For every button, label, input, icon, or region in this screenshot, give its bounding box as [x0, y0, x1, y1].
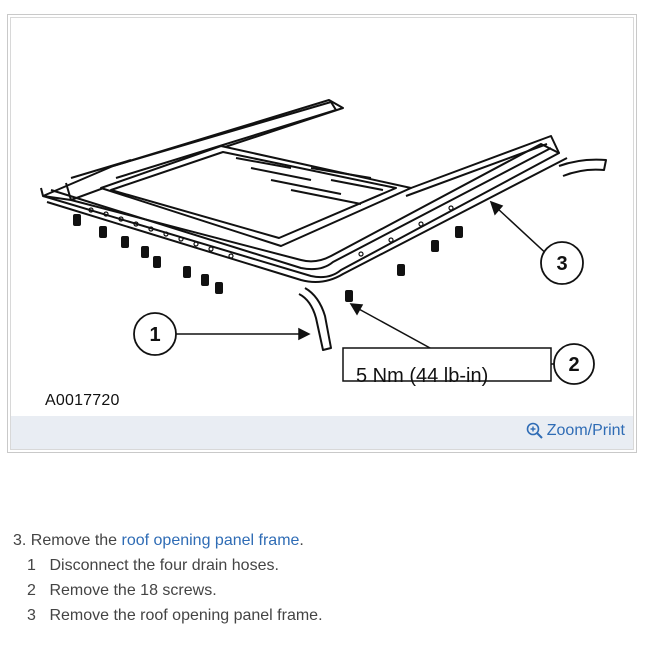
- substep-number: 3: [27, 607, 36, 624]
- substep-text: Remove the roof opening panel frame.: [49, 607, 323, 624]
- figure-frame: 1 3 2 5 Nm (44 lb-in) A0017720: [10, 17, 634, 450]
- substep-3: 3 Remove the roof opening panel frame.: [13, 603, 323, 628]
- substep-number: 1: [27, 557, 36, 574]
- substep-1: 1 Disconnect the four drain hoses.: [13, 553, 323, 578]
- figure-container: 1 3 2 5 Nm (44 lb-in) A0017720: [7, 14, 637, 453]
- substep-text: Disconnect the four drain hoses.: [49, 557, 279, 574]
- torque-box: [342, 347, 552, 382]
- roof-opening-panel-frame-link[interactable]: roof opening panel frame: [121, 532, 300, 549]
- zoom-print-label[interactable]: Zoom/Print: [546, 422, 625, 439]
- screw-icon: [215, 282, 223, 294]
- screw-icon: [183, 266, 191, 278]
- screw-icon: [99, 226, 107, 238]
- screw-icon: [141, 246, 149, 258]
- step-3: 3. Remove the roof opening panel frame.: [13, 528, 323, 553]
- panel-frame-drawing: [40, 99, 607, 351]
- step-number: 3.: [13, 532, 27, 549]
- screw-icon: [397, 264, 405, 276]
- zoom-in-icon: [526, 422, 544, 440]
- screw-icon: [431, 240, 439, 252]
- substep-2: 2 Remove the 18 screws.: [13, 578, 323, 603]
- callout-1: 1: [133, 312, 177, 356]
- screw-icon: [455, 226, 463, 238]
- screw-icon: [73, 214, 81, 226]
- callout-number-2: 2: [568, 354, 579, 376]
- instruction-steps: 3. Remove the roof opening panel frame. …: [13, 528, 323, 628]
- screw-icon: [121, 236, 129, 248]
- callout-number-1: 1: [149, 324, 160, 346]
- callout-number-3: 3: [556, 253, 567, 275]
- callout-2: 2: [342, 343, 595, 385]
- leader-lines: [176, 200, 552, 355]
- screws: [73, 214, 463, 302]
- figure-id-label: A0017720: [45, 392, 120, 409]
- screw-icon: [201, 274, 209, 286]
- torque-spec-label: 5 Nm (44 lb-in): [356, 365, 489, 387]
- screw-icon: [153, 256, 161, 268]
- step-prefix: Remove the: [30, 532, 118, 549]
- callout-3: 3: [540, 241, 584, 285]
- screw-icon: [345, 290, 353, 302]
- zoom-print-link[interactable]: Zoom/Print: [526, 422, 625, 440]
- roof-panel-frame-diagram: 1 3 2: [40, 99, 607, 385]
- substep-text: Remove the 18 screws.: [49, 582, 217, 599]
- figure-footer: Zoom/Print: [11, 416, 633, 449]
- step-suffix: .: [299, 532, 304, 549]
- substep-number: 2: [27, 582, 36, 599]
